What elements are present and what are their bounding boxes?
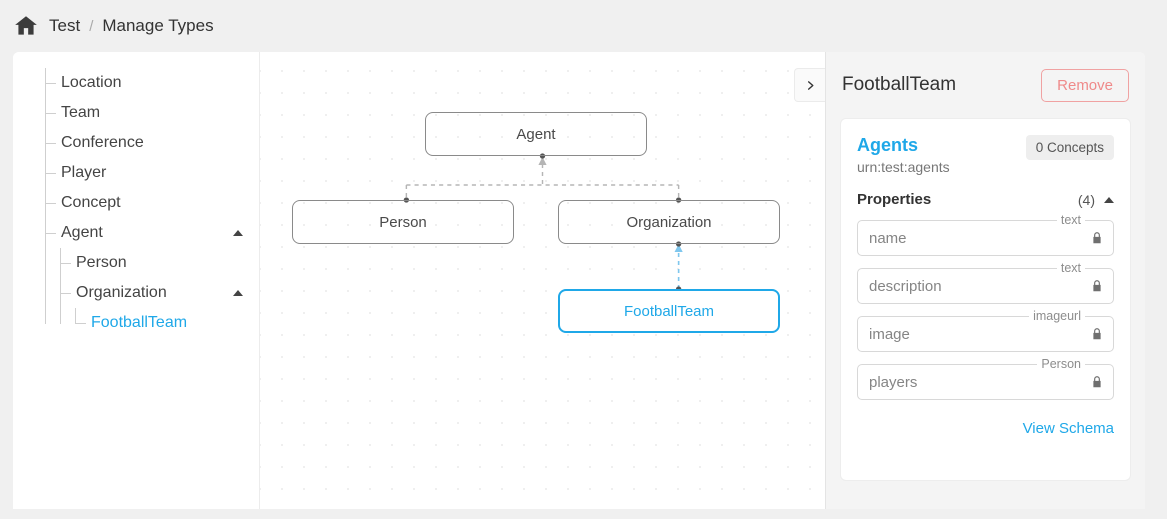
properties-header: Properties (4) — [857, 191, 1114, 208]
properties-header-right: (4) — [1078, 192, 1114, 208]
tree-item-concept[interactable]: Concept — [45, 188, 259, 218]
breadcrumb: Test / Manage Types — [49, 16, 214, 36]
property-name: image — [869, 325, 910, 343]
tree-rail — [60, 248, 61, 324]
tree-item-label: Conference — [61, 134, 144, 151]
lock-icon — [1093, 328, 1101, 340]
tree-item-label: Person — [76, 254, 127, 271]
breadcrumb-bar: Test / Manage Types — [0, 0, 1167, 52]
details-header: FootballTeam Remove — [826, 52, 1145, 118]
tree-item-person[interactable]: Person — [60, 248, 259, 278]
property-name: description — [869, 277, 942, 295]
tree-level-agent-children: Person Organization FootballTeam — [60, 248, 259, 338]
breadcrumb-separator: / — [89, 17, 94, 35]
details-card: Agents urn:test:agents 0 Concepts Proper… — [840, 118, 1131, 481]
lock-icon — [1093, 232, 1101, 244]
tree-item-footballteam[interactable]: FootballTeam — [75, 308, 259, 338]
graph-node-label: Person — [379, 213, 427, 231]
graph-node-label: Agent — [516, 125, 556, 143]
property-field-name[interactable]: name text — [857, 213, 1114, 256]
lock-icon — [1093, 280, 1101, 292]
tree-item-player[interactable]: Player — [45, 158, 259, 188]
tree-item-label: Team — [61, 104, 101, 121]
chevron-right-icon — [807, 80, 813, 90]
view-schema-row: View Schema — [857, 420, 1114, 437]
tree-level-organization-children: FootballTeam — [75, 308, 259, 338]
tree-item-team[interactable]: Team — [45, 98, 259, 128]
graph-node-agent[interactable]: Agent — [425, 112, 647, 156]
type-tree-sidebar: Location Team Conference Player Concept … — [13, 52, 260, 509]
tree-rail — [45, 68, 46, 324]
namespace-info: Agents urn:test:agents — [857, 135, 950, 175]
tree-item-label: Location — [61, 74, 122, 91]
page-title: FootballTeam — [842, 74, 957, 95]
main-shell: Location Team Conference Player Concept … — [13, 52, 1145, 509]
triangle-up-icon[interactable] — [1104, 196, 1114, 203]
remove-button[interactable]: Remove — [1041, 68, 1129, 102]
collapse-panel-button[interactable] — [794, 68, 825, 102]
property-type: Person — [1037, 357, 1085, 372]
breadcrumb-root[interactable]: Test — [49, 16, 81, 35]
tree-rail — [75, 308, 76, 324]
property-name: name — [869, 229, 907, 247]
tree-item-location[interactable]: Location — [45, 68, 259, 98]
triangle-up-icon[interactable] — [233, 290, 243, 296]
details-panel: FootballTeam Remove Agents urn:test:agen… — [825, 52, 1145, 509]
tree-level-root: Location Team Conference Player Concept … — [45, 68, 259, 338]
namespace-urn: urn:test:agents — [857, 159, 950, 175]
graph-node-label: FootballTeam — [623, 302, 715, 320]
properties-count: (4) — [1077, 191, 1095, 208]
graph-node-footballteam[interactable]: FootballTeam — [558, 289, 780, 333]
triangle-up-icon[interactable] — [233, 230, 243, 236]
view-schema-link[interactable]: View Schema — [1022, 420, 1114, 437]
tree-item-label: Concept — [61, 194, 121, 211]
tree-item-organization[interactable]: Organization — [60, 278, 259, 308]
tree-item-label: Agent — [61, 224, 103, 241]
tree-item-label: Player — [61, 164, 107, 181]
tree-item-agent[interactable]: Agent — [45, 218, 259, 248]
home-icon[interactable] — [13, 13, 39, 39]
lock-icon — [1093, 376, 1101, 388]
property-field-players[interactable]: players Person — [857, 357, 1114, 400]
tree-item-label: Organization — [76, 284, 167, 301]
graph-node-organization[interactable]: Organization — [558, 200, 780, 244]
property-type: text — [1056, 213, 1085, 228]
tree-item-label: FootballTeam — [91, 314, 188, 331]
namespace-name[interactable]: Agents — [857, 135, 919, 155]
type-graph-canvas[interactable]: Agent Person Organization FootballTeam — [260, 52, 825, 509]
tree-item-conference[interactable]: Conference — [45, 128, 259, 158]
properties-title: Properties — [857, 191, 932, 208]
namespace-summary: Agents urn:test:agents 0 Concepts — [857, 135, 1114, 175]
property-name: players — [869, 373, 918, 391]
property-field-description[interactable]: description text — [857, 261, 1114, 304]
property-type: text — [1056, 261, 1085, 276]
property-field-image[interactable]: image imageurl — [857, 309, 1114, 352]
breadcrumb-current: Manage Types — [102, 16, 214, 35]
graph-node-person[interactable]: Person — [292, 200, 514, 244]
property-type: imageurl — [1029, 309, 1085, 324]
graph-node-label: Organization — [626, 213, 712, 231]
concepts-badge: 0 Concepts — [1025, 135, 1114, 160]
